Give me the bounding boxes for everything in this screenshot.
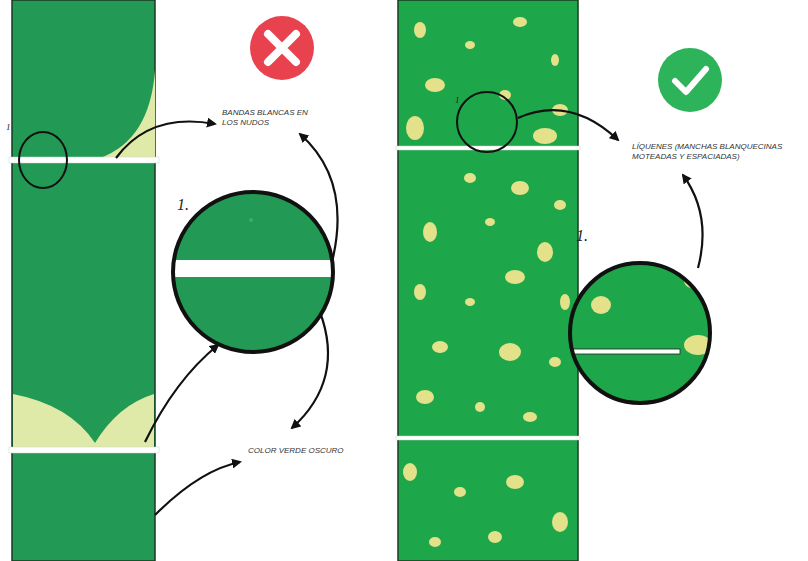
callout-number: 1.	[576, 227, 588, 245]
check-mark	[675, 69, 706, 92]
node-line	[568, 349, 680, 354]
lichen-spot	[432, 341, 448, 353]
healthy-cane	[396, 0, 580, 561]
lichen-spot	[537, 242, 553, 262]
cane-stalk	[13, 383, 154, 443]
wax-zone	[13, 383, 154, 447]
lichen-spot	[465, 298, 475, 306]
leader-arrow	[683, 175, 703, 268]
lichen-spot	[414, 284, 426, 300]
lichen-spot	[505, 270, 525, 284]
magnified-view	[568, 261, 712, 405]
callout-number: 1.	[177, 196, 189, 214]
lichen-spot	[464, 173, 476, 183]
annotation-label: BANDAS BLANCAS EN LOS NUDOS	[222, 108, 322, 128]
magnifier-art	[171, 190, 335, 354]
wrong-symbol	[250, 16, 314, 80]
lichen-spot	[475, 402, 485, 412]
leader-arrow	[145, 345, 218, 442]
cane-stalk	[12, 0, 155, 561]
lichen-spot	[523, 412, 537, 422]
lichen-spot	[533, 128, 557, 144]
magnifier-circle: 1.	[171, 190, 335, 354]
callout-number: 1	[6, 122, 26, 132]
magnifier-art	[568, 261, 712, 405]
cane-surface	[171, 190, 335, 354]
lichen-spot	[454, 487, 466, 497]
annotation-label: LÍQUENES (MANCHAS BLANQUECINAS MOTEADAS …	[632, 142, 804, 162]
lichen-spot	[511, 181, 529, 195]
cane-surface	[568, 261, 712, 405]
lichen-spot	[552, 512, 568, 532]
white-node-band	[171, 260, 335, 277]
magnifier-ring	[570, 263, 710, 403]
lichen-spot	[591, 296, 611, 314]
red-circle	[250, 16, 314, 80]
magnifier-ring	[173, 192, 333, 352]
annotation-label: COLOR VERDE OSCURO	[248, 446, 358, 456]
lichen-spot	[416, 390, 434, 404]
cane-stalk	[398, 0, 578, 561]
leader-arrow	[116, 122, 215, 158]
lichen-spot	[414, 22, 426, 38]
lichen-spot	[429, 537, 441, 547]
lichen-spots	[403, 17, 570, 547]
lichen-spot	[485, 218, 495, 226]
lichen-spot	[423, 222, 437, 242]
lichen-spot	[465, 41, 475, 49]
lichen-spot	[403, 463, 417, 481]
callout-number: 1	[455, 95, 475, 105]
lichen-spot	[488, 531, 502, 543]
node-line	[396, 436, 580, 440]
leader-arrow	[518, 110, 618, 140]
lichen-spot	[406, 116, 424, 140]
green-circle	[658, 48, 722, 112]
magnifier-circle: 1.	[568, 261, 712, 405]
leader-arrow	[155, 462, 240, 515]
lichen-spot	[560, 294, 570, 310]
lichen-spot	[425, 78, 445, 92]
lichen-spot	[506, 475, 524, 489]
lichen-spot	[513, 17, 527, 27]
lichen-spot	[551, 54, 559, 66]
unhealthy-cane	[9, 0, 159, 561]
white-node-band	[9, 157, 159, 163]
lichen-spot	[549, 357, 561, 367]
focus-circle	[457, 92, 517, 152]
node-line	[396, 146, 580, 150]
x-mark	[268, 34, 296, 62]
focus-circle	[19, 132, 67, 188]
lichen-spot	[554, 200, 566, 210]
lichen-spot	[499, 343, 521, 361]
magnified-view	[171, 190, 335, 354]
cane-texture	[249, 218, 253, 222]
white-node-band	[9, 447, 159, 453]
right-symbol	[658, 48, 722, 112]
